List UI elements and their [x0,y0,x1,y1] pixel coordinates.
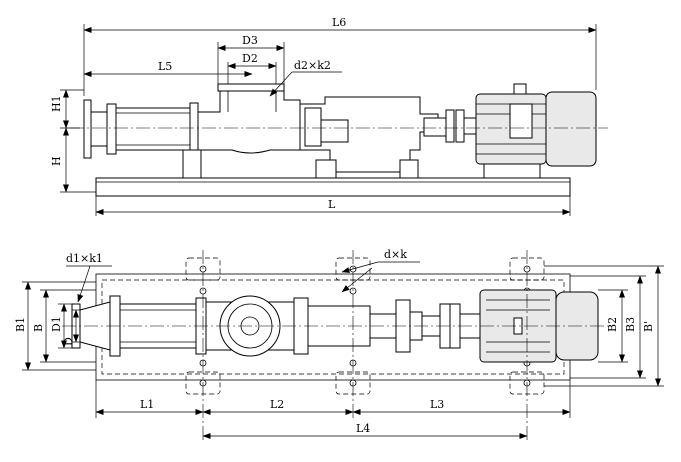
dim-l1-label: L1 [140,398,154,411]
motor-fan-cover [545,91,597,167]
shaft-coupling [423,117,447,137]
dim-d1k1-label: d1×k1 [66,252,103,265]
dim-l6-label: L6 [332,16,346,29]
elevation-view: L6 L5 D3 D2 d2×k2 H1 H L [50,16,608,216]
dim-l3-label: L3 [430,398,444,411]
dim-l2-label: L2 [270,398,284,411]
outlet-flange [217,83,285,92]
dim-d2k2-label: d2×k2 [294,59,331,72]
dim-l4-label: L4 [356,422,370,435]
dim-d-label: D [62,337,75,346]
suction-chamber [197,89,301,154]
dim-l5-label: L5 [158,60,172,73]
dim-dk-label: d×k [384,248,407,261]
dim-h1-label: H1 [50,95,63,112]
dim-b2-label: B2 [606,317,619,332]
dim-b1-label: B1 [14,317,27,332]
dim-d3-label: D3 [242,34,258,47]
base-plate [95,177,571,197]
dim-d2-label: D2 [242,52,258,65]
bearing-housing [299,96,439,173]
dim-bprime-label: B' [642,321,655,332]
pump-barrel [115,107,197,151]
dim-b-label: B [32,324,45,332]
dim-d1-label: D1 [50,316,63,332]
dim-b3-label: B3 [624,317,637,332]
plan-view: d1×k1 d×k B1 B D1 D B2 B3 B' [14,248,664,440]
dim-l-label: L [328,198,336,211]
dim-h-label: H [50,156,63,166]
inlet-flange [83,99,92,159]
